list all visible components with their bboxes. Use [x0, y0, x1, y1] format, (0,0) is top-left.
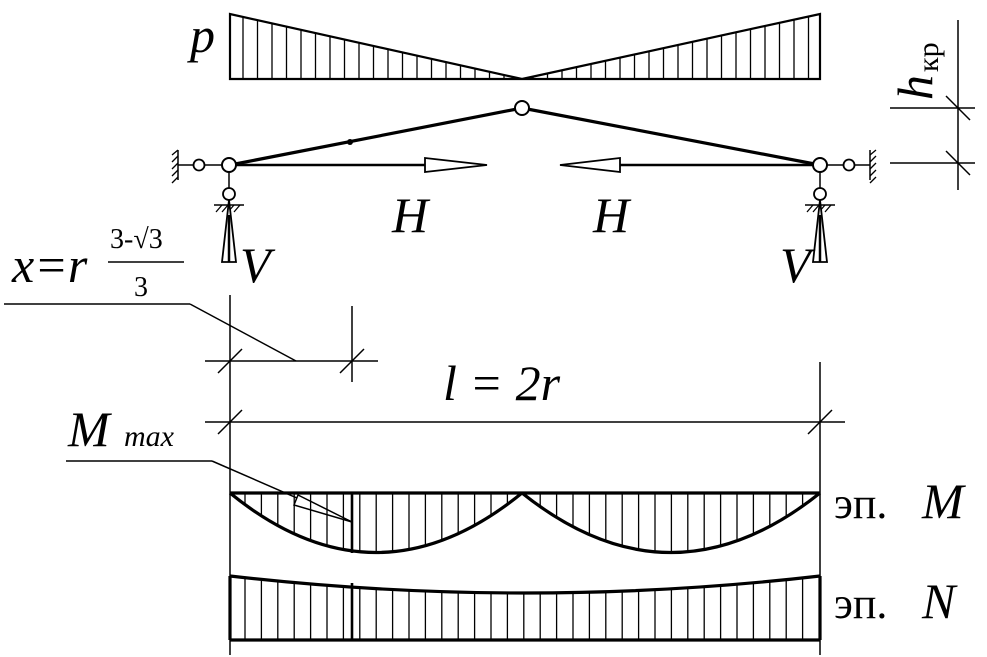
svg-text:N: N — [921, 573, 958, 629]
height-label: h кр — [887, 42, 945, 100]
height-dimension — [890, 20, 975, 190]
x-formula: x=r 3-√3 3 — [4, 224, 297, 362]
svg-text:3: 3 — [134, 272, 148, 303]
load-diagram — [228, 12, 822, 81]
thrust-arrow-left — [236, 156, 488, 174]
right-support — [805, 149, 877, 213]
normal-force-diagram-label: эп. N — [834, 573, 958, 629]
reaction-label-left: V — [240, 237, 276, 293]
svg-text:эп.: эп. — [834, 579, 887, 628]
reaction-arrow-left — [220, 199, 238, 263]
svg-text:x=r: x=r — [11, 237, 88, 293]
three-hinged-arch — [229, 100, 821, 167]
svg-text:M: M — [921, 473, 966, 529]
svg-text:кр: кр — [912, 42, 945, 72]
svg-text:h: h — [887, 75, 943, 100]
svg-text:M: M — [67, 401, 112, 457]
left-support — [171, 149, 244, 213]
moment-diagram-label: эп. M — [834, 473, 966, 529]
svg-text:max: max — [124, 420, 175, 453]
svg-text:эп.: эп. — [834, 479, 887, 528]
thrust-arrow-right — [559, 156, 813, 174]
svg-text:3-√3: 3-√3 — [110, 224, 163, 255]
load-label: p — [187, 7, 215, 63]
thrust-label-right: H — [592, 187, 632, 243]
mmax-label: M max — [66, 401, 353, 523]
crown-hinge — [514, 100, 530, 116]
span-label: l = 2r — [443, 355, 561, 411]
reaction-arrow-right — [811, 199, 829, 263]
reaction-label-right: V — [780, 237, 816, 293]
thrust-label-left: H — [391, 187, 431, 243]
normal-force-diagram — [228, 574, 822, 642]
moment-diagram — [228, 491, 821, 554]
